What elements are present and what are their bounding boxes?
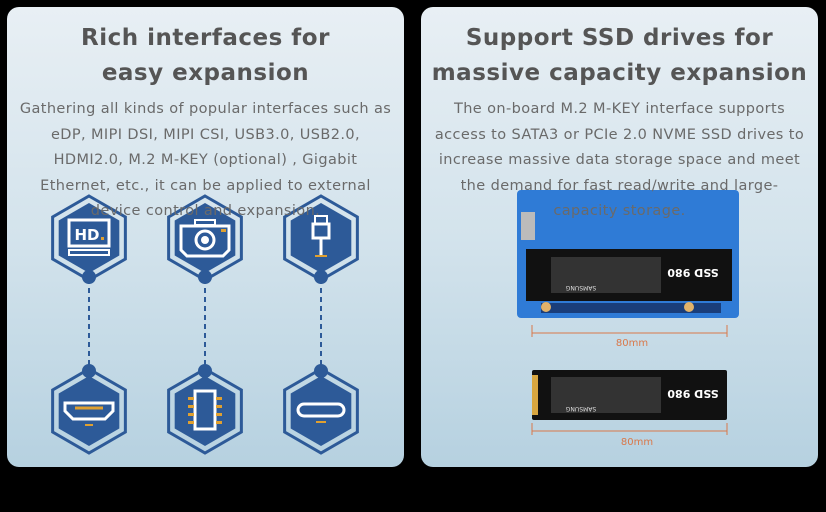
panel-title: Rich interfaces for easy expansion xyxy=(81,25,330,86)
hd-display-icon: HD xyxy=(51,194,127,282)
usb-icon xyxy=(283,194,359,282)
interfaces-panel: Rich interfaces for easy expansion Gathe… xyxy=(7,7,404,467)
board-image: SSD 980 SAMSUNG xyxy=(517,190,739,318)
ssd-image: SSD 980 SAMSUNG xyxy=(532,370,727,420)
ssd-brand-label: SAMSUNG xyxy=(565,405,596,412)
svg-text:HD: HD xyxy=(74,226,99,244)
ssd-model-label: SSD 980 xyxy=(667,266,719,279)
dimension-ruler xyxy=(531,325,728,337)
hdmi-icon xyxy=(51,367,127,455)
ssd-illustration: SSD 980 SAMSUNG 80mm SSD 980 SAMSUNG 80m… xyxy=(517,190,739,448)
ssd-brand-label: SAMSUNG xyxy=(565,284,596,291)
usb-c-icon xyxy=(283,367,359,455)
ssd-panel: Support SSD drives for massive capacity … xyxy=(421,7,818,467)
dimension-label: 80mm xyxy=(621,437,653,448)
panel-title: Support SSD drives for massive capacity … xyxy=(431,25,808,86)
panel-description: The on-board M.2 M-KEY interface support… xyxy=(434,101,805,219)
panel-description: Gathering all kinds of popular interface… xyxy=(19,101,392,219)
interface-icons: HD xyxy=(51,194,359,455)
dimension-label: 80mm xyxy=(616,338,648,349)
ssd-model-label: SSD 980 xyxy=(667,387,719,400)
camera-icon xyxy=(167,194,243,282)
chip-icon xyxy=(167,367,243,455)
